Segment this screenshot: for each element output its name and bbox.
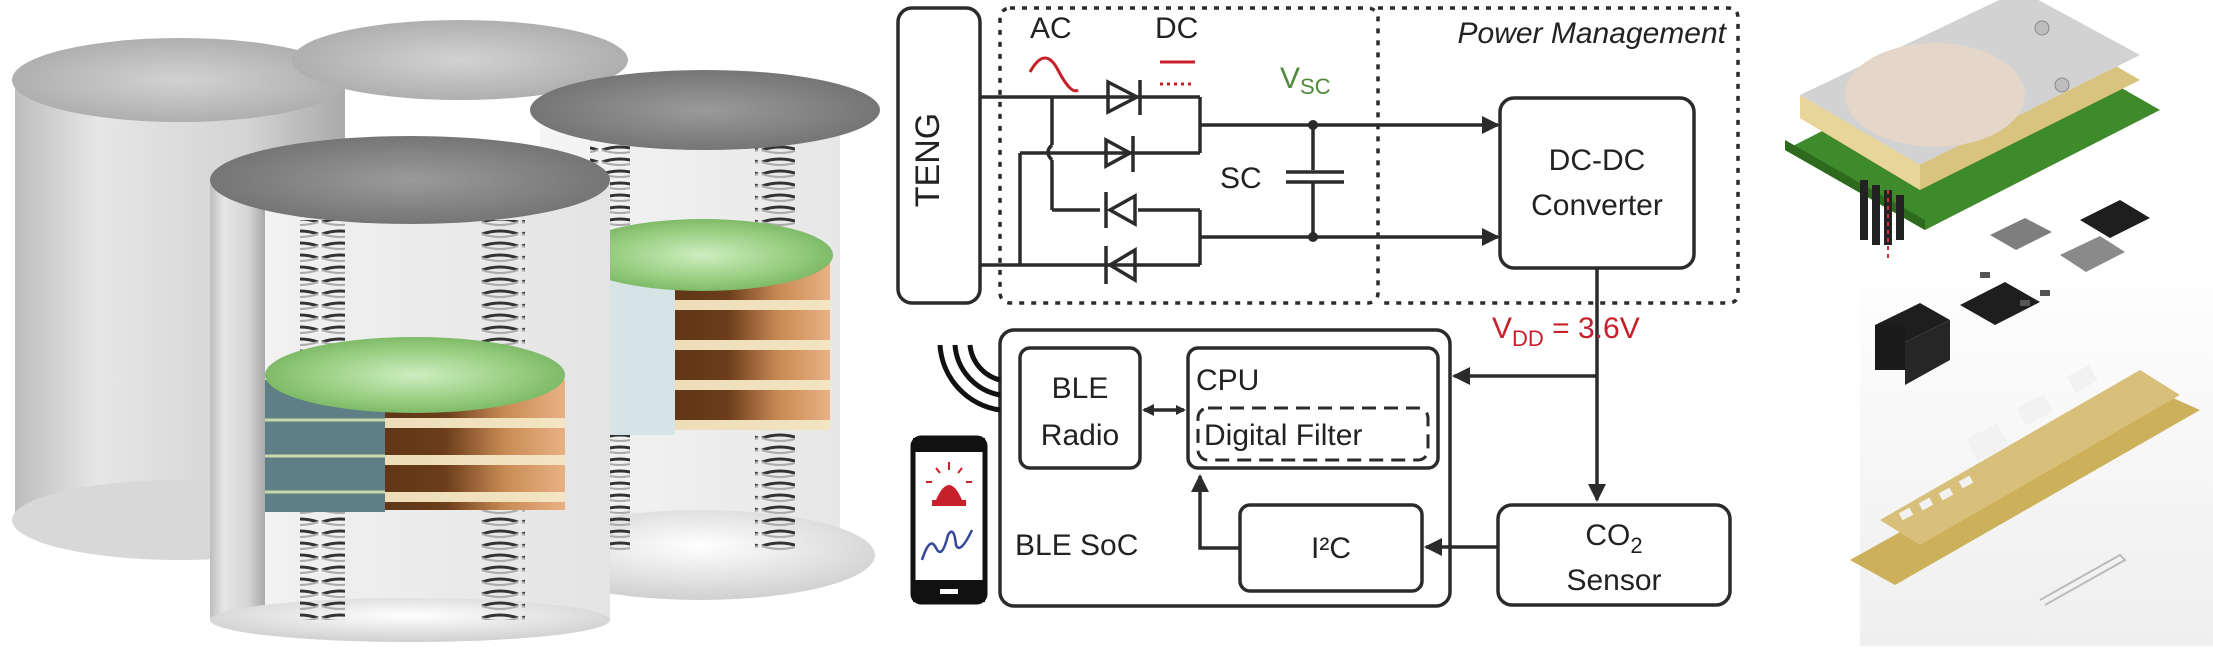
ac-label: AC [1030, 12, 1072, 45]
diode [1106, 79, 1142, 115]
system-block-diagram: TENG Power Management AC DC VSC SC DC-DC… [880, 0, 1780, 646]
digital-filter-block [1196, 406, 1430, 462]
screw-icon [2054, 77, 2070, 93]
signal-waveform-icon [920, 529, 974, 561]
screw-icon [2034, 20, 2050, 36]
green-disc [573, 219, 833, 291]
sensor-node-exploded-view [1780, 0, 2213, 646]
alarm-siren-icon [926, 462, 972, 506]
i2c-label: I²C [1311, 532, 1351, 565]
cpu-block [1186, 346, 1440, 470]
teng-label: TENG [909, 113, 947, 207]
ble-radio-block [1018, 346, 1142, 470]
supercapacitor-symbol [1286, 170, 1344, 184]
block-diagram-svg: TENG Power Management AC DC VSC SC DC-DC… [896, 6, 1740, 608]
flexible-pcb [1850, 364, 2200, 606]
power-management-label: Power Management [1458, 17, 1728, 50]
power-management-boundary [998, 6, 1380, 305]
ble-radio-label-line2: Radio [1041, 419, 1119, 452]
teng-block [896, 6, 982, 305]
wireless-signal-icon [937, 344, 1001, 413]
ble-radio-label-line1: BLE [1052, 372, 1109, 405]
sensor-label: Sensor [1566, 564, 1661, 597]
sc-label: SC [1220, 162, 1262, 195]
diode [1104, 192, 1137, 228]
smartphone-icon [910, 435, 988, 605]
digital-filter-label: Digital Filter [1204, 419, 1362, 452]
junction-dot [1308, 120, 1318, 130]
ac-waveform-icon [1028, 56, 1079, 93]
co2-label: CO2 [1585, 519, 1642, 558]
dc-dc-converter-block [1498, 96, 1696, 270]
co2-sensor-module [1785, 0, 2160, 260]
exploded-view-svg [1780, 0, 2213, 646]
spring [480, 500, 525, 620]
diode [1104, 136, 1135, 172]
electronic-components [1875, 200, 2150, 385]
ble-soc-block [998, 328, 1452, 608]
spring [300, 500, 345, 620]
back-middle-housing [292, 20, 628, 100]
cpu-label: CPU [1196, 364, 1259, 397]
bridge-rectifier [980, 95, 1500, 267]
teng-unit-front [210, 136, 610, 642]
diode [1104, 246, 1137, 284]
ble-soc-label: BLE SoC [1015, 529, 1138, 562]
green-disc [265, 337, 565, 413]
vsc-label: VSC [1280, 62, 1331, 99]
dc-label: DC [1155, 12, 1198, 45]
dcdc-label-line2: Converter [1531, 189, 1663, 222]
junction-dot [1308, 232, 1318, 242]
teng-device-illustration [0, 0, 880, 646]
i2c-to-cpu-wire [1191, 474, 1240, 550]
spring [755, 420, 795, 550]
dcdc-label-line1: DC-DC [1549, 144, 1646, 177]
co2-sensor-block [1496, 503, 1732, 607]
vdd-label: VDD = 3.6V [1492, 312, 1640, 351]
teng-device-svg [12, 20, 880, 642]
sensor-window [1845, 43, 2025, 147]
